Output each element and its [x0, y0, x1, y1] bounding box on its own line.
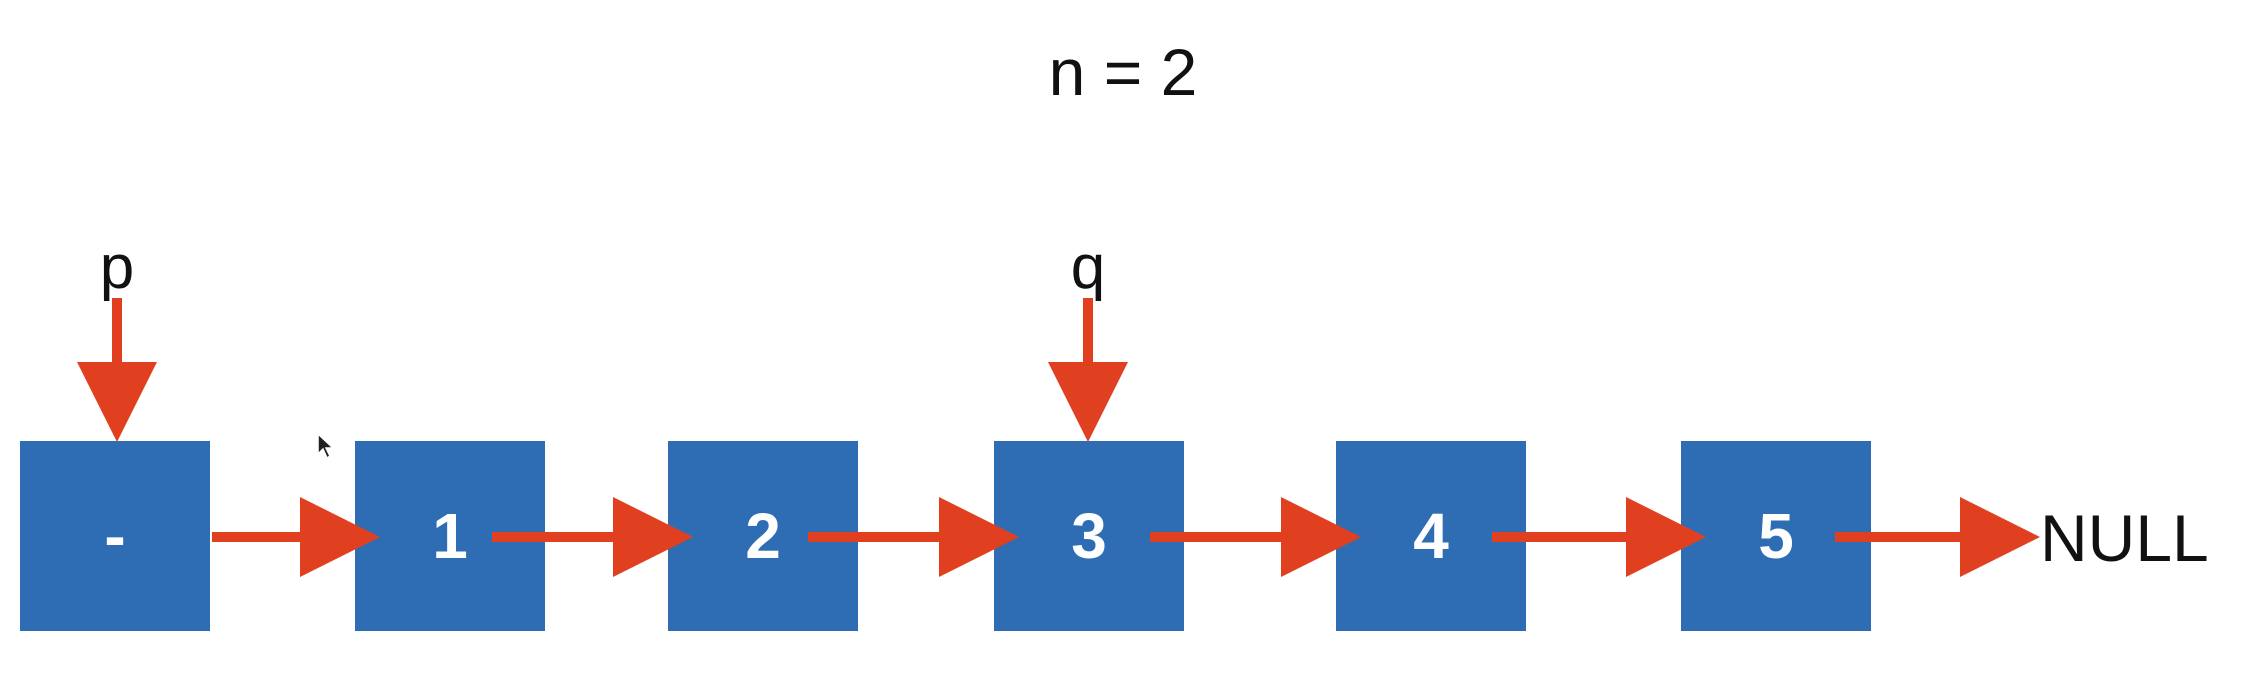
list-node-1: 1 [355, 441, 545, 631]
pointer-p-label: p [99, 233, 135, 302]
list-node-3: 3 [994, 441, 1184, 631]
list-node-4: 4 [1336, 441, 1526, 631]
list-node-5: 5 [1681, 441, 1871, 631]
mouse-cursor-icon [317, 432, 335, 460]
list-node-head: - [20, 441, 210, 631]
pointer-q-label: q [1070, 233, 1106, 302]
list-node-2: 2 [668, 441, 858, 631]
null-terminator-label: NULL [2040, 501, 2209, 575]
diagram-title: n = 2 [1048, 35, 1198, 109]
